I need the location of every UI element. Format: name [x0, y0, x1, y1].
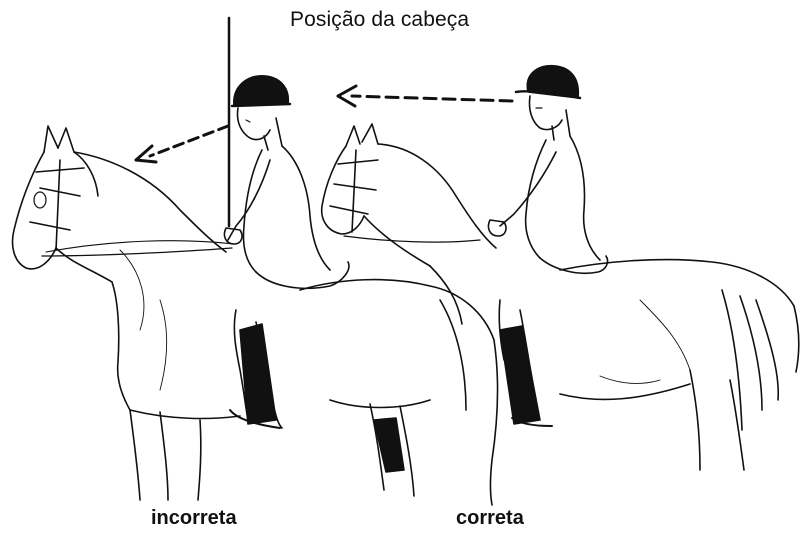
right-rider	[488, 66, 607, 426]
caption-incorrect: incorreta	[151, 507, 237, 530]
gaze-arrow-correct	[352, 96, 512, 101]
gaze-arrow-incorrect	[150, 126, 228, 156]
left-horse-body	[300, 280, 498, 505]
left-rider	[224, 76, 348, 428]
figure-title: Posição da cabeça	[290, 8, 469, 32]
left-horse	[13, 126, 241, 500]
caption-correct: correta	[456, 507, 524, 530]
